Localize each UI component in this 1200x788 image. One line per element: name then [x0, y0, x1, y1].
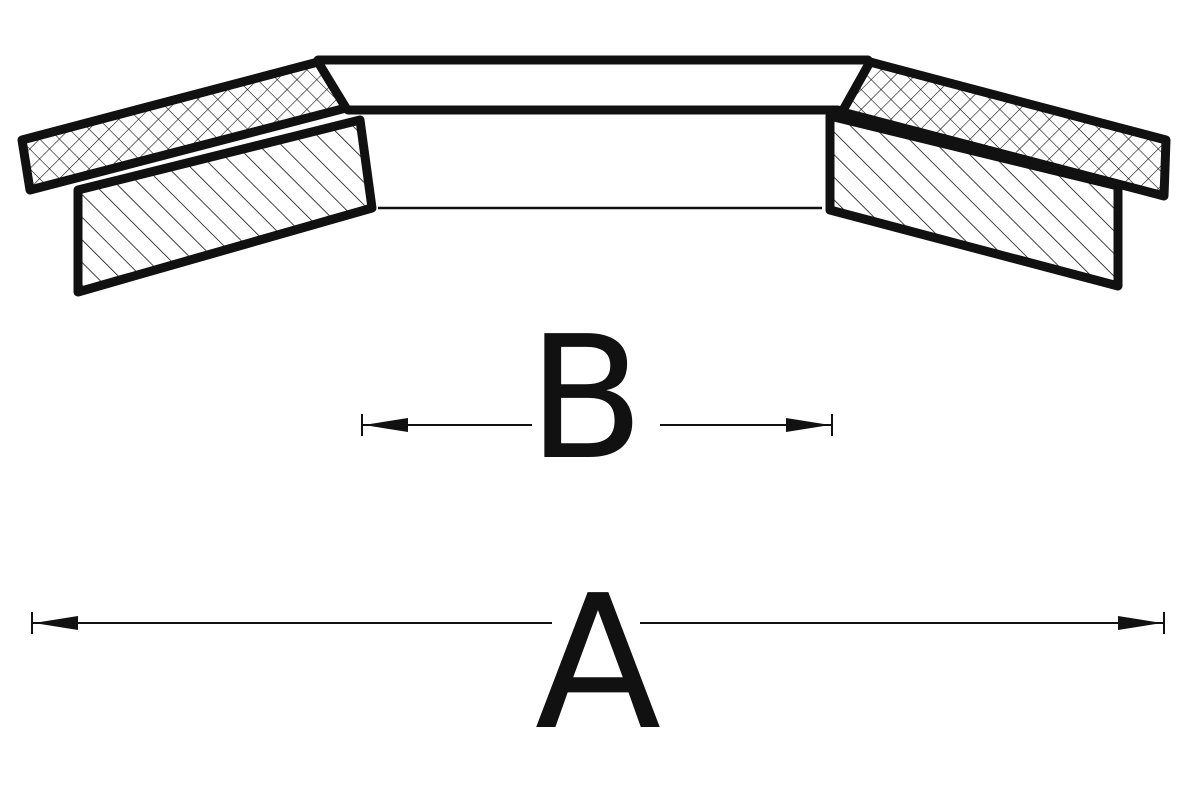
upper-plate	[313, 55, 873, 210]
right-upper-section	[837, 57, 1171, 201]
dimension-a-label: A	[535, 555, 662, 771]
left-lower-section	[73, 115, 377, 297]
arrowhead-right-a	[1118, 616, 1162, 630]
arrowhead-right-b	[786, 418, 830, 432]
arrowhead-left-b	[364, 418, 408, 432]
arrowhead-left-a	[34, 616, 78, 630]
dimension-b: B	[361, 300, 833, 498]
left-upper-section	[17, 57, 351, 195]
dimension-b-label: B	[528, 300, 645, 498]
right-lower-section	[825, 111, 1123, 291]
dimension-a: A	[31, 555, 1165, 771]
